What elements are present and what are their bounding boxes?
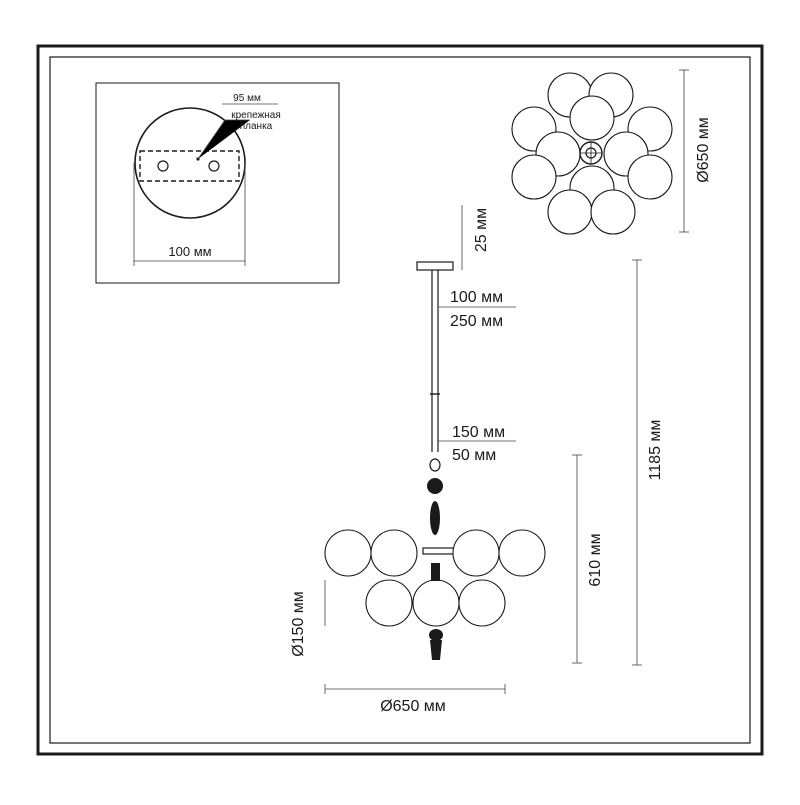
body-height-label: 610 мм — [587, 533, 604, 586]
globe — [412, 579, 460, 627]
canopy-diameter-label: 100 мм — [168, 244, 211, 259]
finial-bead — [429, 629, 443, 641]
plate-leader-line — [197, 119, 250, 160]
plate-label-2: планка — [240, 121, 273, 132]
rod-1-bottom-label: 250 мм — [450, 313, 503, 330]
globe — [452, 529, 500, 577]
side-canopy — [416, 261, 454, 271]
globe — [458, 579, 506, 627]
dark-column — [430, 501, 440, 535]
plate-label-1: крепежная — [231, 110, 281, 121]
globe-diameter-label: Ø150 мм — [290, 591, 307, 657]
rod-2-bottom-label: 50 мм — [452, 447, 496, 464]
globe — [370, 529, 418, 577]
top-globe — [511, 154, 557, 200]
canopy-detail-box — [95, 82, 340, 284]
rod-1-top-label: 100 мм — [450, 289, 503, 306]
top-globe — [627, 154, 673, 200]
top-globe — [547, 189, 593, 235]
bead — [429, 458, 441, 472]
mount-width-label: 95 мм — [233, 93, 261, 104]
side-view-globes — [324, 529, 546, 627]
globe — [324, 529, 372, 577]
width-label: Ø650 мм — [380, 698, 446, 715]
total-height-label: 1185 мм — [647, 420, 664, 481]
screw-hole-right — [208, 160, 220, 172]
rod-2-top-label: 150 мм — [452, 424, 505, 441]
top-diameter-label: Ø650 мм — [695, 117, 712, 183]
top-view: Ø650 мм — [511, 69, 712, 235]
top-globe — [569, 95, 615, 141]
inner-frame — [49, 56, 751, 744]
finial — [430, 640, 442, 660]
canopy-detail: 95 мм крепежная планка 100 мм — [95, 82, 340, 284]
top-globe — [590, 189, 636, 235]
screw-hole-left — [157, 160, 169, 172]
canopy-height-label: 25 мм — [473, 208, 490, 252]
globe — [498, 529, 546, 577]
top-view-globes — [511, 72, 673, 235]
dark-bead — [427, 478, 443, 494]
globe — [365, 579, 413, 627]
outer-frame — [36, 44, 764, 756]
dark-neck — [431, 563, 440, 581]
side-view: 25 мм 100 мм 250 мм 150 мм 50 мм — [290, 205, 664, 715]
mounting-plate — [139, 150, 240, 182]
